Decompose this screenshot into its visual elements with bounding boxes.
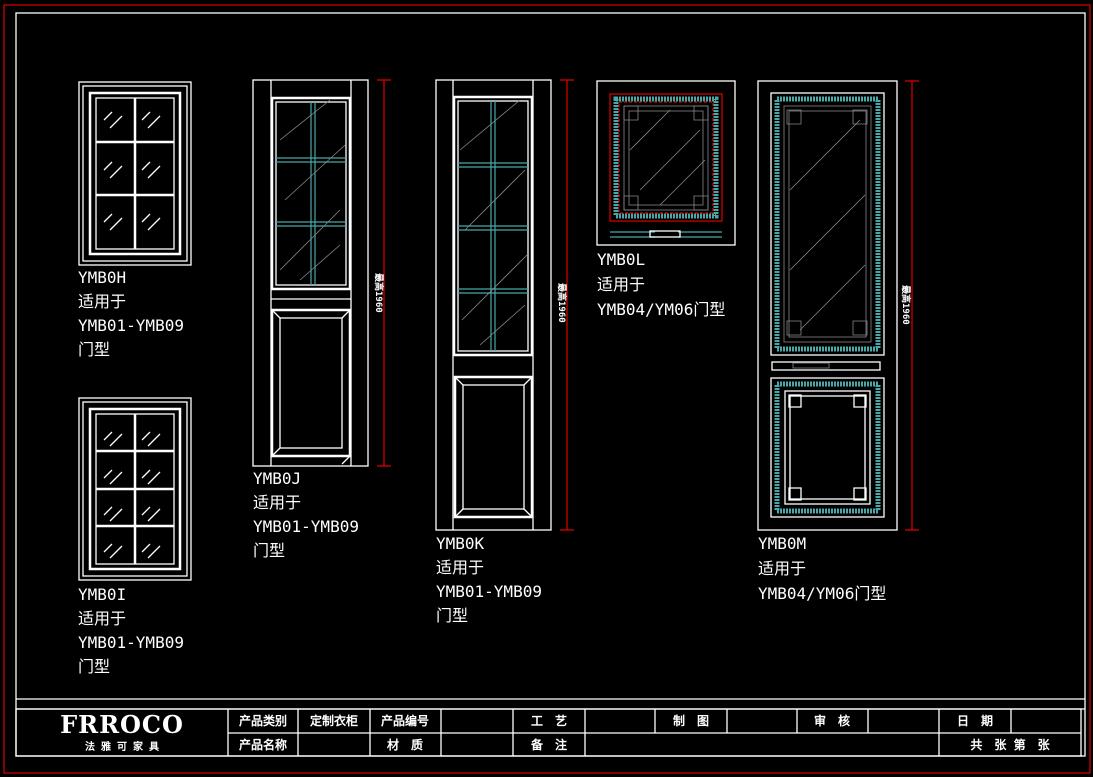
text-label: 适用于 [78, 292, 126, 311]
text-label: 适用于 [253, 493, 301, 512]
text-label: 门型 [78, 340, 110, 359]
company-logo-subtitle: 法 雅 可 家 具 [85, 740, 159, 753]
height-dimension: 最高1960 [900, 285, 912, 325]
door-ymb0h-drawing [78, 81, 192, 266]
door-ymb0m-drawing: 最高1960 [757, 80, 919, 531]
text-label: 适用于 [758, 559, 806, 578]
text-label: 审 核 [814, 713, 850, 728]
door-ymb0m-label: YMB0M 适用于 YMB04/YM06门型 [758, 534, 886, 603]
text-label: 适用于 [597, 275, 645, 294]
title-block: FRROCO 法 雅 可 家 具 产品类别 定制衣柜 产品编号 工 艺 制 图 … [15, 708, 1082, 757]
text-label: YMB01-YMB09 [436, 582, 542, 601]
door-ymb0i-label: YMB0I 适用于 YMB01-YMB09 门型 [78, 585, 184, 676]
text-label: 工 艺 [531, 713, 567, 728]
door-code: YMB0M [758, 534, 806, 553]
text-label: YMB04/YM06门型 [758, 584, 886, 603]
door-code: YMB0J [253, 469, 301, 488]
text-label: 门型 [78, 657, 110, 676]
door-ymb0k-drawing: 最高1960 [435, 79, 574, 531]
text-label: 共 张 第 张 [970, 737, 1050, 752]
text-label: YMB01-YMB09 [78, 633, 184, 652]
door-ymb0l-label: YMB0L 适用于 YMB04/YM06门型 [597, 250, 725, 319]
door-code: YMB0H [78, 268, 126, 287]
text-label: 备 注 [530, 737, 567, 752]
company-logo: FRROCO [60, 710, 184, 739]
text-label: 门型 [436, 606, 468, 625]
text-label: 产品编号 [381, 713, 429, 728]
door-ymb0l-drawing [596, 80, 736, 246]
text-label: 产品名称 [239, 737, 287, 752]
door-ymb0i-drawing [78, 397, 192, 581]
text-label: YMB01-YMB09 [253, 517, 359, 536]
height-dimension: 最高1960 [556, 283, 568, 323]
text-label: 产品类别 [239, 713, 287, 728]
door-code: YMB0K [436, 534, 485, 553]
drawing-frame [3, 4, 1091, 774]
door-ymb0h-label: YMB0H 适用于 YMB01-YMB09 门型 [78, 268, 184, 359]
text-label: 适用于 [436, 558, 484, 577]
text-label: 门型 [253, 541, 285, 560]
text-label: 适用于 [78, 609, 126, 628]
text-label: YMB04/YM06门型 [597, 300, 725, 319]
door-code: YMB0L [597, 250, 645, 269]
text-label: YMB01-YMB09 [78, 316, 184, 335]
door-code: YMB0I [78, 585, 126, 604]
door-ymb0j-label: YMB0J 适用于 YMB01-YMB09 门型 [253, 469, 359, 560]
product-category-value: 定制衣柜 [310, 713, 358, 728]
text-label: 制 图 [673, 713, 709, 728]
door-ymb0k-label: YMB0K 适用于 YMB01-YMB09 门型 [436, 534, 542, 625]
height-dimension: 最高1960 [373, 273, 385, 313]
text-label: 材 质 [386, 737, 423, 752]
text-label: 日 期 [957, 713, 993, 728]
door-ymb0j-drawing: 最高1960 [252, 79, 391, 467]
